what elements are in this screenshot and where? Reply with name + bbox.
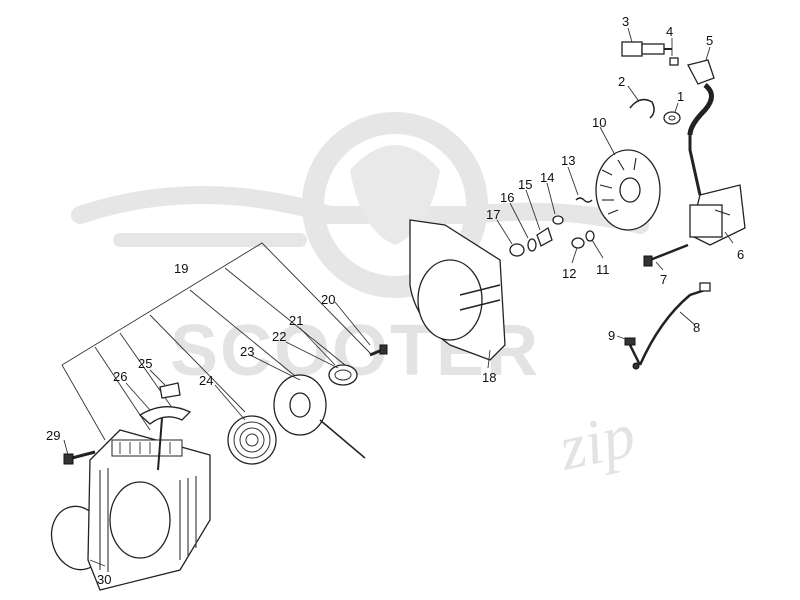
callout-22: 22 — [272, 329, 286, 344]
callout-24: 24 — [199, 373, 213, 388]
nut-part-4 — [669, 57, 679, 66]
washer-part-11 — [585, 230, 595, 242]
callout-15: 15 — [518, 177, 532, 192]
starter-handle-part — [138, 406, 192, 471]
spring-part-13 — [575, 197, 593, 203]
ignition-coil-part — [688, 135, 746, 246]
callout-6: 6 — [737, 247, 744, 262]
fan-housing-part — [409, 219, 506, 361]
callout-9: 9 — [608, 328, 615, 343]
callout-16: 16 — [500, 190, 514, 205]
callout-19: 19 — [174, 261, 188, 276]
callout-13: 13 — [561, 153, 575, 168]
screw-part-20 — [369, 344, 388, 357]
watermark-logo — [71, 112, 649, 298]
grommet-part — [663, 111, 681, 125]
callout-8: 8 — [693, 320, 700, 335]
rope-pulley-part — [273, 374, 366, 459]
washer-part-16 — [527, 238, 537, 252]
nut-part-17 — [509, 243, 525, 257]
callout-10: 10 — [592, 115, 606, 130]
callout-21: 21 — [289, 313, 303, 328]
callout-18: 18 — [482, 370, 496, 385]
callout-5: 5 — [706, 33, 713, 48]
callout-30: 30 — [97, 572, 111, 587]
plate-part — [159, 382, 181, 399]
spark-plug-cap-part — [687, 59, 715, 136]
callout-20: 20 — [321, 292, 335, 307]
wire-clip-part — [629, 98, 655, 119]
watermark-script: zip — [552, 399, 641, 484]
callout-1: 1 — [677, 89, 684, 104]
callout-23: 23 — [240, 344, 254, 359]
callout-2: 2 — [618, 74, 625, 89]
starter-assembly-bracket — [61, 242, 373, 441]
spark-plug-part — [621, 41, 672, 57]
starter-housing-part — [87, 429, 211, 591]
screw-part-29 — [63, 450, 96, 465]
leader-lines — [63, 27, 734, 567]
pawl-spring-part — [328, 364, 358, 386]
flywheel-part — [595, 149, 661, 231]
screw-part-9 — [624, 337, 642, 366]
callout-7: 7 — [660, 272, 667, 287]
screw-part-7 — [643, 243, 689, 267]
recoil-spring-part — [227, 415, 277, 465]
callout-17: 17 — [486, 207, 500, 222]
callout-11: 11 — [596, 262, 610, 277]
callout-14: 14 — [540, 170, 554, 185]
callout-29: 29 — [46, 428, 60, 443]
callout-12: 12 — [562, 266, 576, 281]
nut-part-12 — [571, 237, 585, 249]
clutch-pawl-part — [536, 227, 553, 247]
ground-cable-part — [632, 282, 711, 370]
washer-part-14 — [552, 215, 564, 225]
callout-labels: 1 2 3 4 5 6 7 8 9 10 11 12 13 14 15 16 1… — [46, 14, 744, 587]
callout-4: 4 — [666, 24, 673, 39]
callout-26: 26 — [113, 369, 127, 384]
callout-25: 25 — [138, 356, 152, 371]
callout-3: 3 — [622, 14, 629, 29]
